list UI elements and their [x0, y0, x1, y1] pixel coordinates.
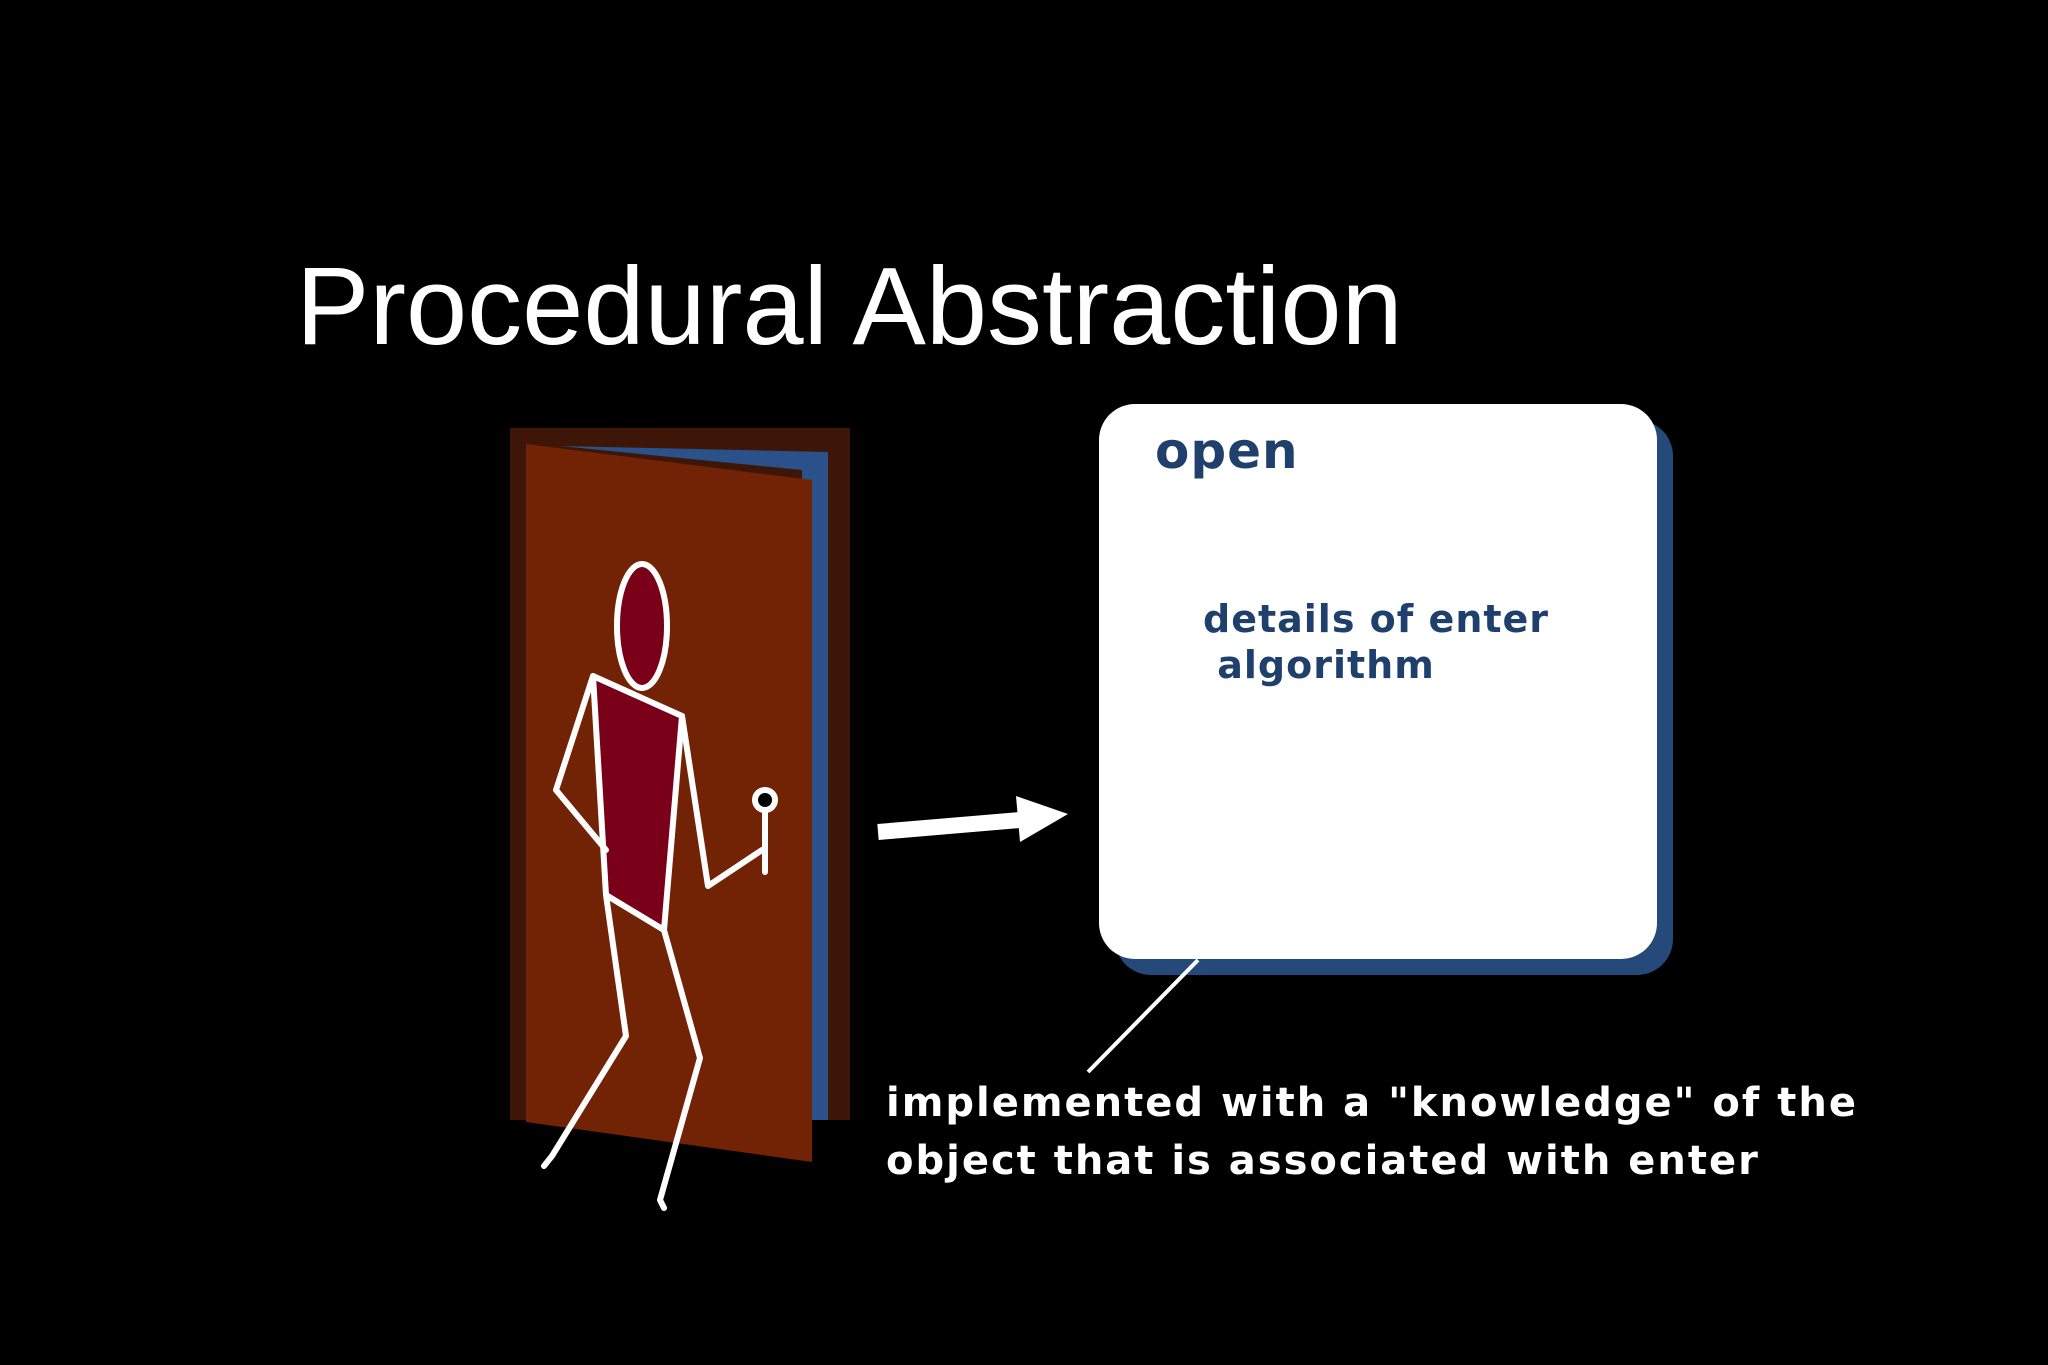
door-knob-icon	[752, 787, 778, 813]
figure-head	[614, 561, 670, 691]
figure-right-arm	[679, 713, 765, 889]
slide-title: Procedural Abstraction	[296, 245, 1403, 368]
caption-text: implemented with a "knowledge" of the ob…	[886, 1080, 1858, 1184]
figure-left-leg	[541, 892, 629, 1169]
card-body-text: details of enter algorithm	[1203, 597, 1550, 687]
figure-left-arm	[553, 673, 609, 853]
figure-right-leg	[657, 927, 703, 1211]
card-heading: open	[1155, 422, 1299, 480]
callout-card: open details of enter algorithm	[1099, 404, 1657, 959]
stick-figure-icon	[541, 561, 768, 1211]
